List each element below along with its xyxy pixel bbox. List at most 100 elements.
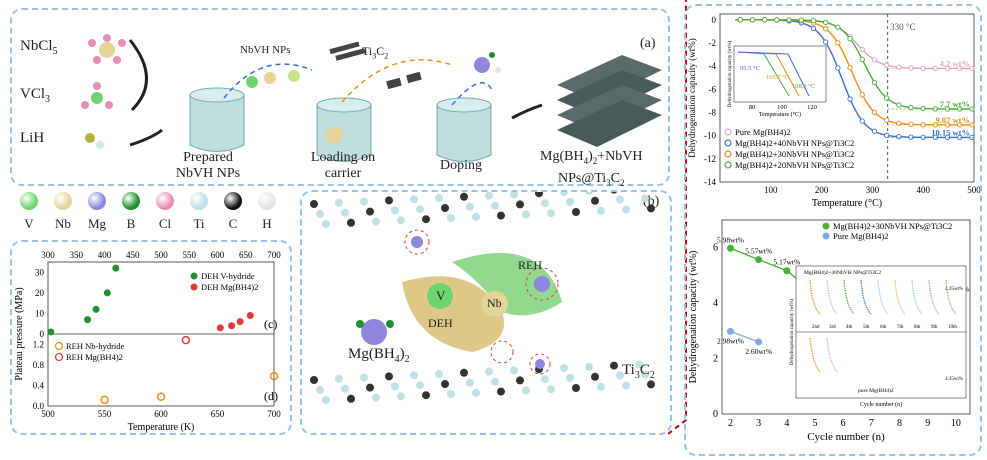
sheet-atom — [441, 380, 449, 388]
x-top-tick: 700 — [267, 250, 281, 260]
sheet-atom — [635, 360, 643, 369]
atom-symbol: Nb — [55, 216, 71, 231]
series-point — [859, 92, 865, 98]
reh-region — [452, 253, 562, 316]
sheet-atom — [535, 192, 543, 198]
y-tick: 4 — [713, 298, 718, 309]
inset-cycle-label: 6th — [880, 325, 887, 330]
sheet-atom — [610, 192, 618, 194]
sheet-atom — [622, 381, 630, 390]
sheet-atom — [447, 214, 455, 222]
x-top-tick: 550 — [183, 250, 197, 260]
sheet-atom — [435, 194, 443, 202]
series-point — [859, 56, 865, 63]
y-tick: -12 — [704, 154, 716, 164]
sheet-atom — [597, 382, 605, 391]
inset-cycle-curve — [945, 279, 957, 315]
end-label: 9.07 wt% — [936, 115, 970, 125]
y-tick: 0 — [713, 409, 718, 420]
panel-b — [300, 190, 672, 435]
series-point — [871, 79, 878, 86]
panel-right — [684, 4, 982, 456]
atom-legend-item: Cl — [150, 192, 180, 232]
atom-legend-item: Ti — [184, 192, 214, 232]
x-top-tick: 400 — [98, 250, 112, 260]
x-tick-d: 700 — [267, 409, 281, 419]
panel-d-tag: (d) — [264, 389, 278, 403]
legend-label: Mg(BH4)2+40NbVH NPs@Ti3C2 — [735, 138, 854, 148]
sheet-atom — [647, 380, 655, 389]
x-axis-label: Temperature (°C) — [812, 198, 882, 209]
x-tick: 3 — [756, 418, 761, 429]
atom-swatch — [258, 192, 276, 210]
sheet-atom — [522, 210, 530, 219]
y-tick: -14 — [704, 177, 716, 187]
sheet-atom — [572, 208, 580, 216]
series-point — [835, 65, 841, 71]
point-c — [92, 305, 100, 313]
sheet-atom — [585, 192, 593, 195]
series-point — [823, 19, 829, 26]
point-c — [216, 324, 224, 332]
sheet-atom — [585, 362, 593, 371]
sheet-atom — [416, 205, 424, 214]
sheet-atom — [541, 199, 549, 208]
y-tick-c: 10 — [35, 308, 45, 318]
series-point — [920, 105, 926, 112]
series-point — [774, 17, 780, 23]
sheet-atom — [341, 384, 349, 393]
reagent-vcl3: VCl3 — [20, 86, 51, 105]
end-label: 10.15 wt% — [931, 127, 970, 137]
legend-marker — [724, 161, 732, 169]
atom-legend-item: Nb — [48, 192, 78, 232]
y-tick: -4 — [709, 61, 717, 71]
sheet-atom — [647, 204, 655, 213]
series-point — [859, 118, 865, 124]
inset-cycle-label: 4th — [846, 325, 853, 330]
series-point — [847, 64, 853, 71]
step-loading: Loading on carrier — [310, 150, 376, 181]
series-point — [823, 39, 829, 45]
inset-cycle-label: 7th — [897, 325, 904, 330]
series-point — [783, 267, 791, 275]
inset-cycle-curve — [911, 279, 923, 315]
x-tick: 4 — [784, 418, 789, 429]
atom-legend-item: C — [218, 192, 248, 232]
inset-x-label: Temperature (°C) — [759, 111, 801, 118]
legend-marker — [724, 128, 732, 136]
plot-frame — [721, 219, 971, 415]
legend-marker — [822, 222, 830, 230]
y-tick: -10 — [704, 131, 716, 141]
step-doping: Doping — [440, 158, 482, 173]
sheet-atom — [372, 217, 380, 226]
lih-molecule — [85, 133, 104, 149]
sheet-atom — [641, 370, 649, 379]
sheet-atom — [547, 385, 555, 394]
label-v: V — [436, 288, 446, 303]
inset-label: 95.5 °C — [740, 65, 760, 72]
end-label: 4.2 wt% — [940, 58, 970, 68]
x-tick: 400 — [916, 185, 930, 195]
panel-a-tag: (a) — [640, 36, 656, 51]
series-point — [755, 256, 763, 264]
point-c — [246, 311, 254, 319]
legend-label: Mg(BH4)2+20NbVH NPs@Ti3C2 — [735, 160, 854, 170]
series-point — [823, 26, 829, 32]
atom-legend-item: V — [14, 192, 44, 232]
end-label: 7.7 wt% — [940, 99, 970, 109]
sheet-atom — [497, 387, 505, 396]
sheet-atom — [572, 384, 580, 392]
x-tick: 100 — [764, 185, 778, 195]
y-tick-d: 0.8 — [33, 360, 45, 370]
sheet-atom — [310, 376, 318, 384]
point-c — [228, 322, 236, 330]
plot-frame — [719, 13, 975, 183]
panel-cd — [10, 240, 292, 435]
sheet-atom — [447, 390, 455, 398]
sheet-atom — [385, 196, 393, 205]
series-point — [896, 134, 902, 140]
ti3c2-sheet-top — [310, 192, 655, 228]
ti3c2-flakes — [329, 41, 422, 90]
